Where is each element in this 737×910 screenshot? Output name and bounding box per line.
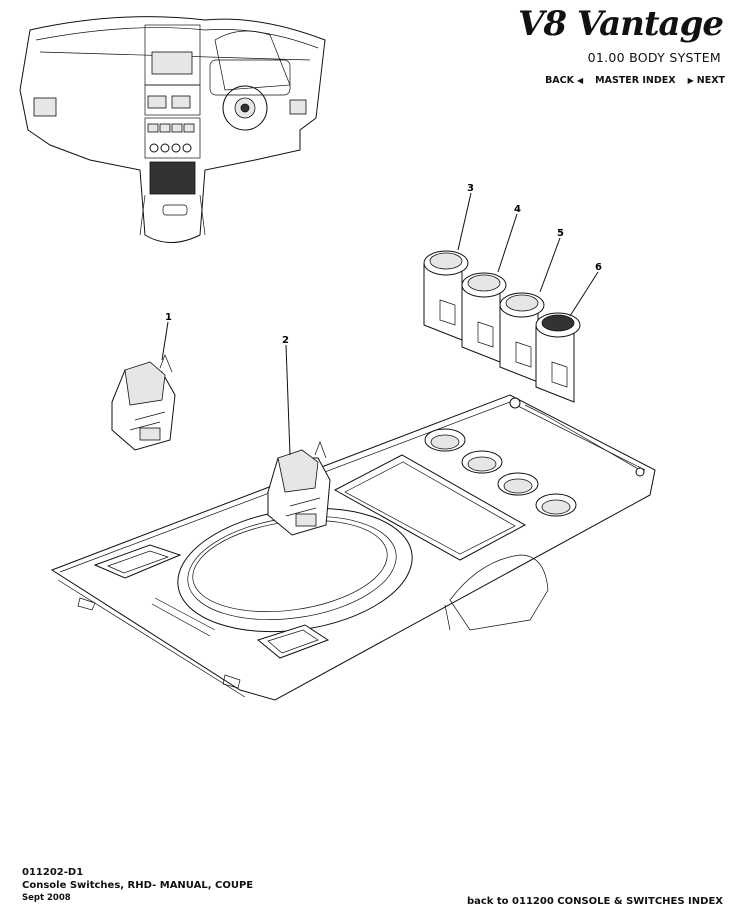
callout-4: 4 [514,204,521,215]
document-code: 011202-D1 [22,867,84,878]
callout-2: 2 [282,335,289,346]
next-label: NEXT [696,75,725,86]
back-to-index-link[interactable]: back to 011200 CONSOLE & SWITCHES INDEX [466,896,723,907]
document-title: Console Switches, RHD- MANUAL, COUPE [22,880,254,891]
switch-part-2-illustration [267,441,331,536]
master-index-label: MASTER INDEX [595,75,676,86]
triangle-left-icon: ◀ [577,76,584,85]
back-link[interactable]: BACK ◀ [545,75,583,86]
vantage-logo: V8 Vantage [517,4,724,44]
document-info: 011202-D1 Console Switches, RHD- MANUAL,… [22,866,253,905]
document-date: Sept 2008 [22,893,71,903]
triangle-right-icon: ▶ [687,76,694,85]
switch-part-3-illustration [423,250,469,341]
next-link[interactable]: ▶ NEXT [688,75,725,86]
callout-5: 5 [557,228,564,239]
switch-part-6-illustration [535,312,581,403]
section-title: 01.00 BODY SYSTEM [587,50,721,65]
dashboard-overview-illustration [19,16,326,243]
callout-1: 1 [165,312,172,323]
hvac-switch-grid [147,123,195,153]
round-switches-illustration [423,250,581,403]
switch-part-1-illustration [111,354,176,451]
switch-part-5-illustration [499,292,545,383]
nav-bar: BACK ◀ MASTER INDEX ▶ NEXT [545,75,725,86]
callout-6: 6 [595,262,602,273]
back-label: BACK [545,75,574,86]
master-index-link[interactable]: MASTER INDEX [595,75,675,86]
console-panel-illustration [50,394,656,701]
callout-3: 3 [467,183,474,194]
switch-part-4-illustration [461,272,507,363]
